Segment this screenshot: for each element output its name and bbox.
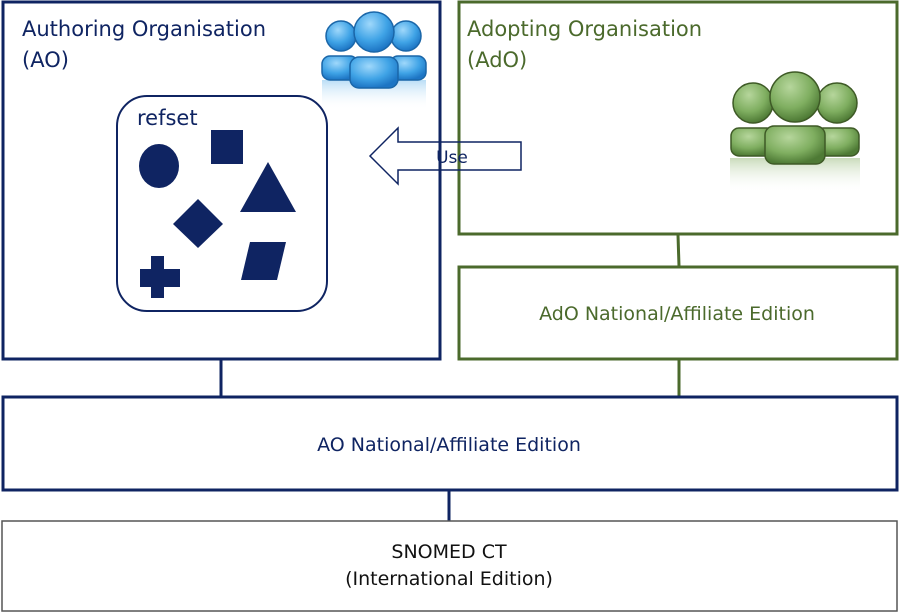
circle-shape — [139, 144, 179, 188]
refset-label: refset — [137, 106, 198, 130]
refset-box: refset — [116, 95, 328, 312]
snomed-title: SNOMED CT — [391, 541, 507, 563]
ao-title: Authoring Organisation — [22, 17, 266, 41]
snomed-subtitle: (International Edition) — [345, 568, 553, 590]
ao-edition-label: AO National/Affiliate Edition — [317, 434, 581, 456]
ado-edition-box: AdO National/Affiliate Edition — [457, 265, 899, 361]
ao-edition-box: AO National/Affiliate Edition — [1, 395, 899, 492]
ado-edition-label: AdO National/Affiliate Edition — [539, 303, 815, 325]
adopting-organisation-box: Adopting Organisation (AdO) — [457, 0, 899, 236]
use-label: Use — [436, 148, 468, 168]
use-arrow: Use — [368, 126, 522, 186]
parallelogram-shape — [241, 242, 286, 280]
people-group-icon — [730, 71, 860, 193]
connector-ado-org — [676, 234, 681, 267]
ado-subtitle: (AdO) — [467, 48, 527, 72]
triangle-shape — [240, 162, 296, 212]
cross-shape — [140, 256, 180, 298]
authoring-organisation-box: Authoring Organisation (AO) refset — [1, 0, 442, 361]
ao-subtitle: (AO) — [22, 48, 69, 72]
square-shape — [211, 130, 243, 164]
snomed-ct-box: SNOMED CT (International Edition) — [1, 520, 898, 612]
people-group-icon — [321, 11, 427, 110]
diamond-shape — [173, 199, 223, 248]
ado-title: Adopting Organisation — [467, 17, 702, 41]
